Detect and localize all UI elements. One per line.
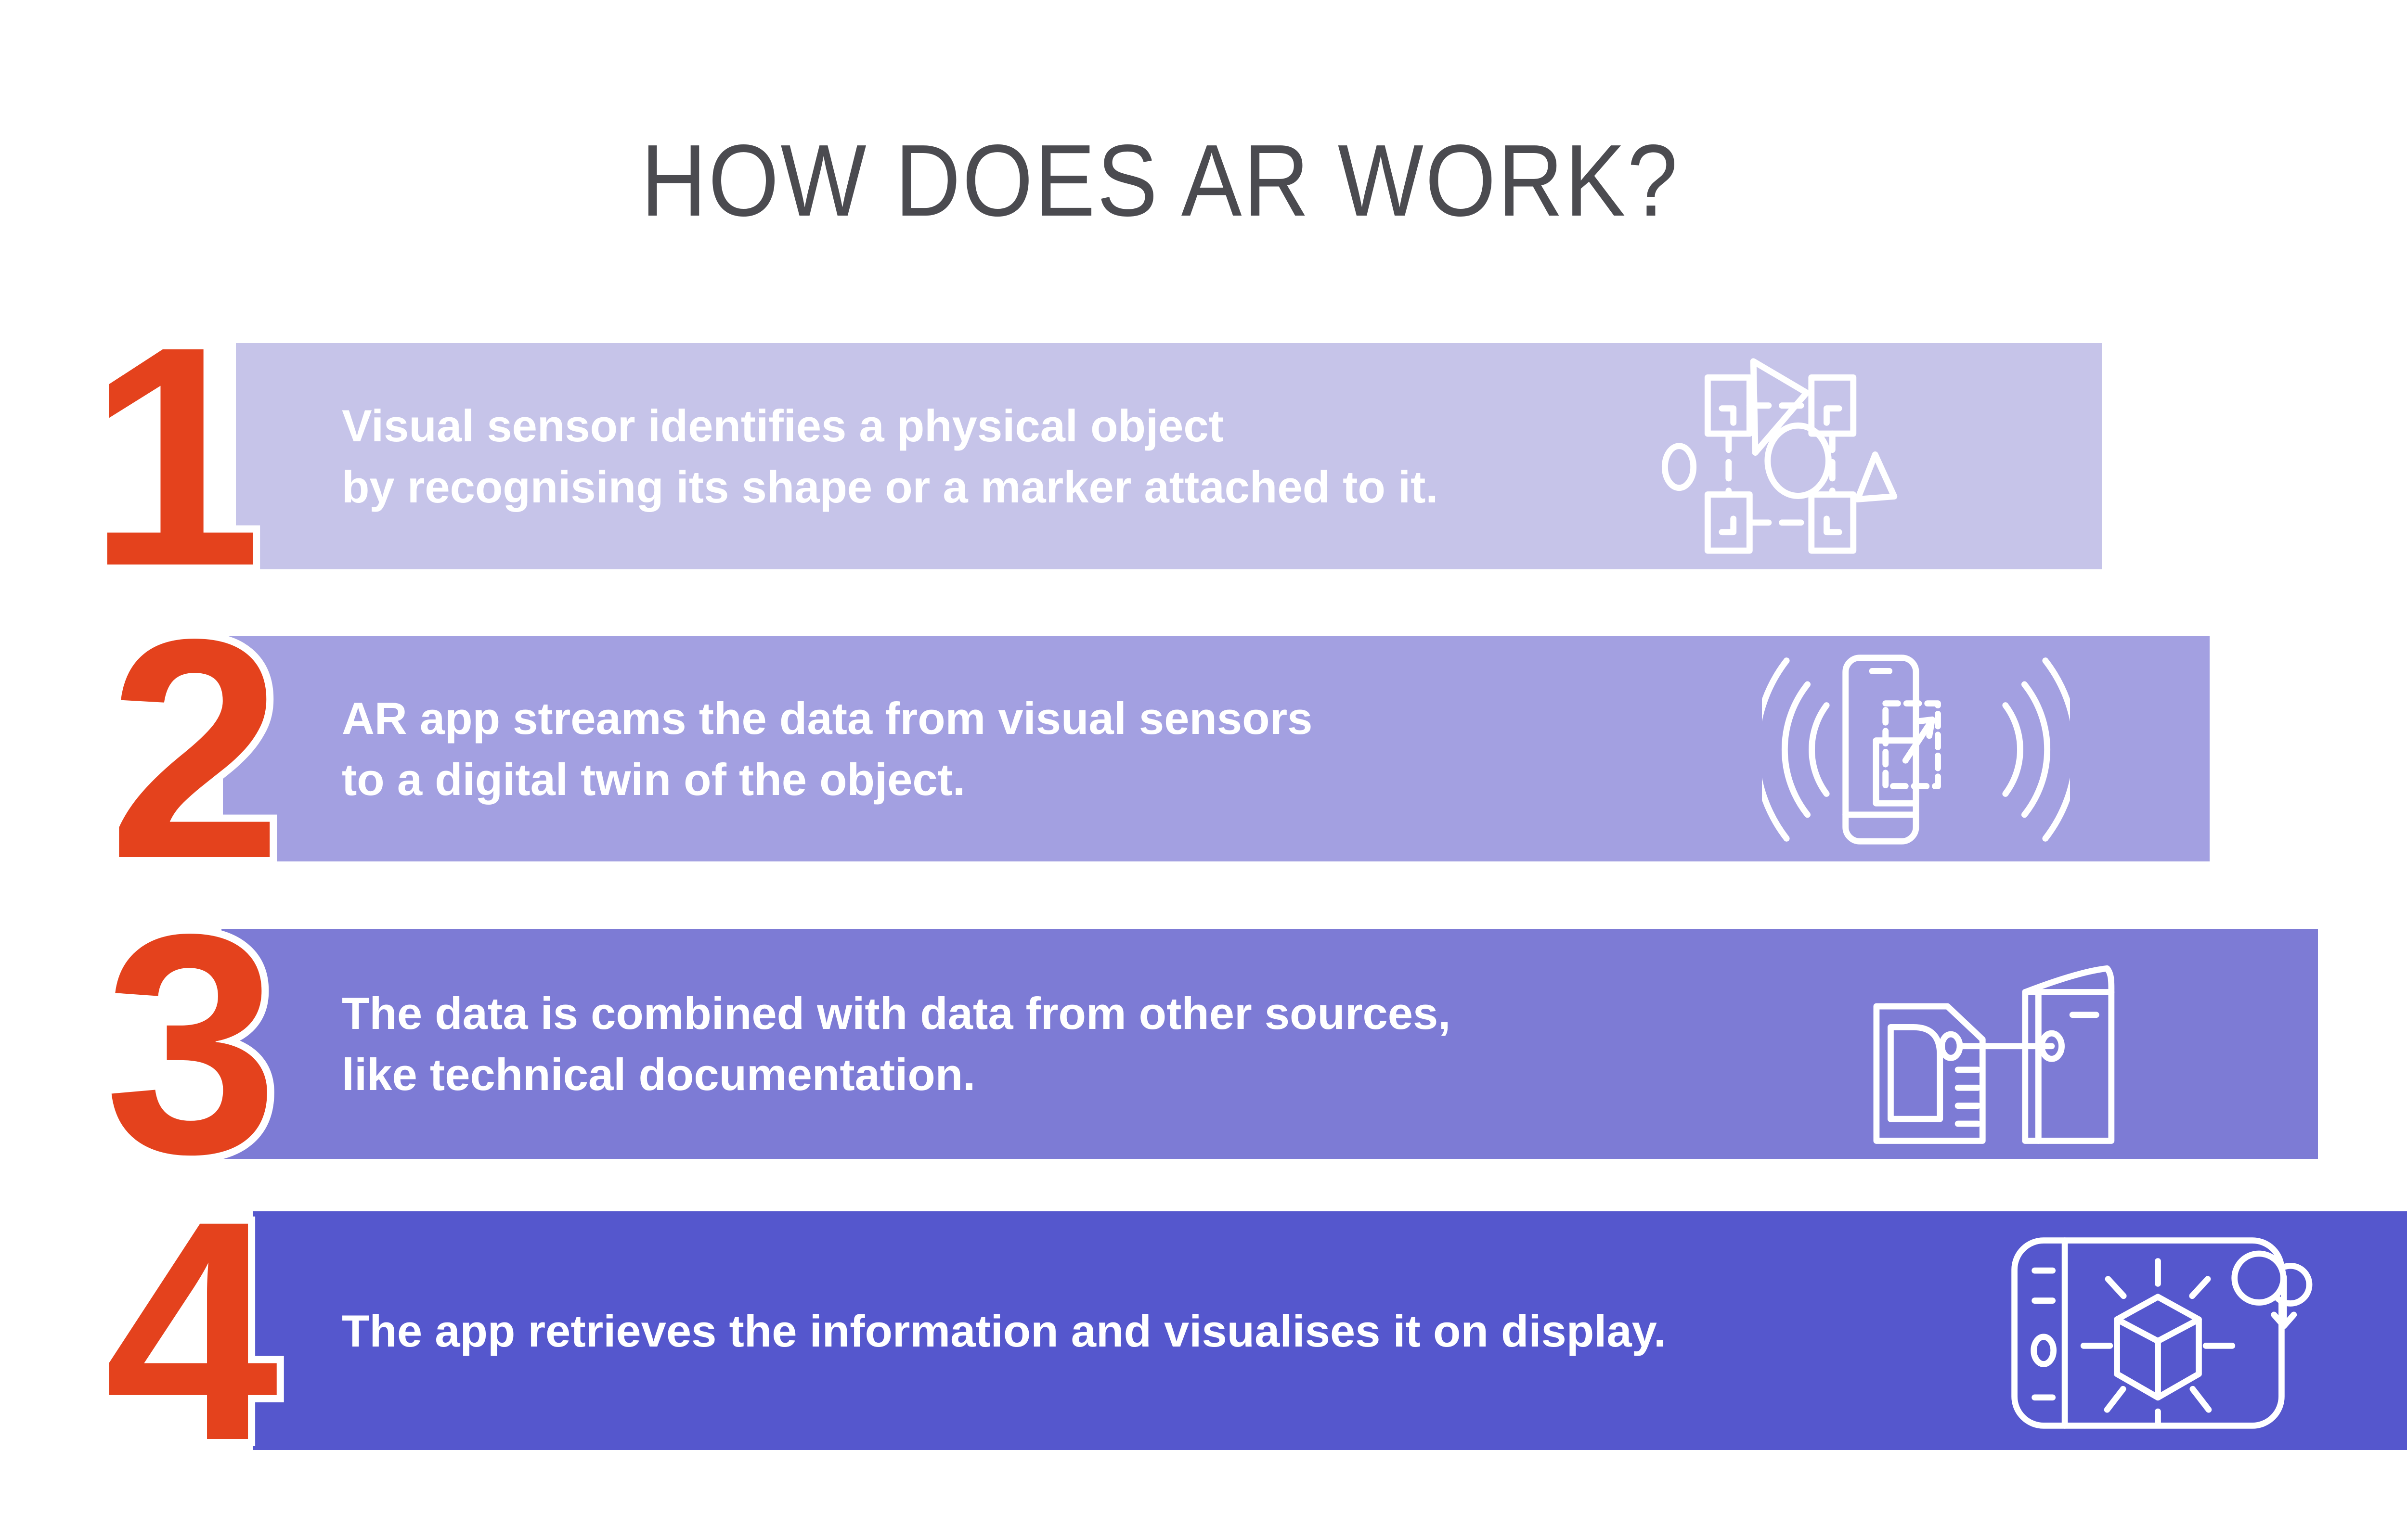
page-title: HOW DOES AR WORK?	[641, 123, 1680, 237]
step-2-line-2: to a digital twin of the object.	[342, 754, 966, 805]
step-3-line-2: like technical documentation.	[342, 1049, 976, 1100]
step-2-line-1: AR app streams the data from visual sens…	[342, 693, 1313, 744]
display-3d-cloud-icon	[2011, 1237, 2313, 1429]
step-4-line-1: The app retrieves the information and vi…	[342, 1305, 1667, 1356]
phone-streaming-icon	[1762, 654, 2070, 845]
step-1-number: 1	[80, 282, 269, 631]
object-recognition-icon	[1661, 358, 1898, 554]
step-1-line-2: by recognising its shape or a marker att…	[342, 462, 1438, 512]
step-3-line-1: The data is combined with data from othe…	[342, 988, 1451, 1039]
step-4-bar	[253, 1211, 2407, 1450]
step-3-number: 3	[97, 869, 286, 1219]
step-3-text: The data is combined with data from othe…	[342, 929, 1450, 1159]
step-1-text: Visual sensor identifies a physical obje…	[342, 343, 1438, 569]
step-4-text: The app retrieves the information and vi…	[342, 1211, 1666, 1450]
step-2-number: 2	[101, 574, 290, 924]
document-link-icon	[1873, 965, 2115, 1144]
step-1-line-1: Visual sensor identifies a physical obje…	[342, 400, 1224, 451]
step-4-number: 4	[97, 1156, 286, 1505]
step-2-text: AR app streams the data from visual sens…	[342, 636, 1312, 861]
